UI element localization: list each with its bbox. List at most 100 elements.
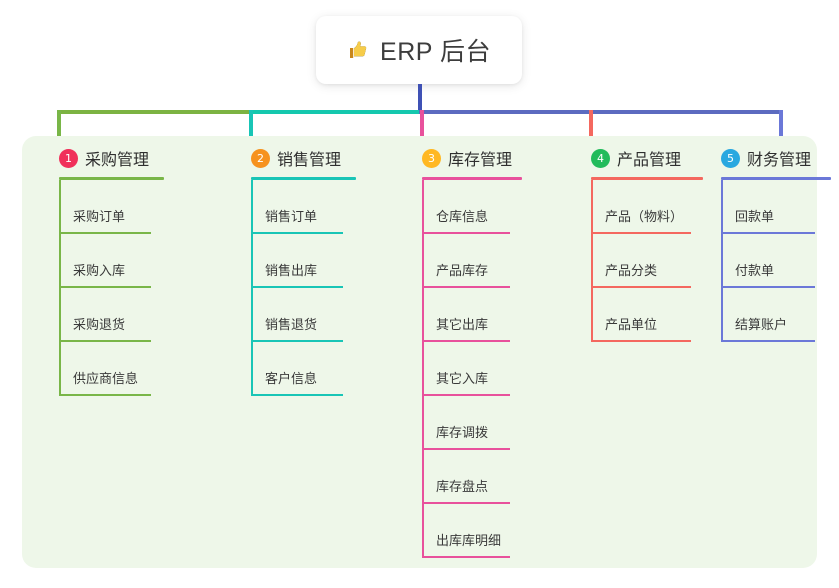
leaf-item-label: 仓库信息 [436, 209, 489, 224]
leaf-item[interactable]: 供应商信息 [59, 342, 164, 396]
leaf-item-label: 产品（物料） [605, 209, 684, 224]
leaf-item[interactable]: 采购入库 [59, 234, 164, 288]
column-header-rule [591, 177, 703, 180]
leaf-item-label: 出库库明细 [436, 533, 502, 548]
leaf-item[interactable]: 产品单位 [591, 288, 703, 342]
column-title: 财务管理 [747, 152, 812, 169]
column-采购管理: 1 采购管理采购订单采购入库采购退货供应商信息 [41, 145, 164, 396]
leaf-item-label: 采购入库 [73, 263, 126, 278]
column-header[interactable]: 4 产品管理 [573, 145, 703, 171]
column-rail [251, 180, 253, 396]
leaf-item-label: 库存调拨 [436, 425, 489, 440]
column-item-list: 回款单付款单结算账户 [703, 180, 831, 342]
leaf-item-label: 销售退货 [265, 317, 318, 332]
leaf-item-underline [251, 394, 343, 396]
leaf-item-label: 采购退货 [73, 317, 126, 332]
leaf-item-underline [251, 340, 343, 342]
leaf-item-underline [422, 556, 510, 558]
leaf-item-label: 采购订单 [73, 209, 126, 224]
column-销售管理: 2 销售管理销售订单销售出库销售退货客户信息 [233, 145, 356, 396]
column-item-list: 仓库信息产品库存其它出库其它入库库存调拨库存盘点出库库明细 [404, 180, 522, 558]
leaf-item[interactable]: 采购订单 [59, 180, 164, 234]
leaf-item-underline [422, 448, 510, 450]
column-header[interactable]: 5 财务管理 [703, 145, 831, 171]
leaf-item-underline [59, 394, 151, 396]
leaf-item-label: 其它出库 [436, 317, 489, 332]
leaf-item[interactable]: 库存调拨 [422, 396, 522, 450]
leaf-item-underline [422, 502, 510, 504]
content-panel [22, 136, 817, 568]
leaf-item-underline [422, 232, 510, 234]
leaf-item-underline [721, 286, 815, 288]
column-number-badge: 2 [251, 148, 270, 168]
leaf-item[interactable]: 结算账户 [721, 288, 831, 342]
column-rail [721, 180, 723, 342]
leaf-item-underline [59, 232, 151, 234]
leaf-item-underline [591, 340, 691, 342]
column-title: 采购管理 [85, 152, 150, 169]
leaf-item-underline [251, 232, 343, 234]
leaf-item-label: 销售订单 [265, 209, 318, 224]
leaf-item[interactable]: 采购退货 [59, 288, 164, 342]
leaf-item[interactable]: 其它出库 [422, 288, 522, 342]
leaf-item-label: 回款单 [735, 209, 775, 224]
leaf-item-underline [59, 286, 151, 288]
leaf-item-label: 产品库存 [436, 263, 489, 278]
leaf-item[interactable]: 仓库信息 [422, 180, 522, 234]
leaf-item[interactable]: 付款单 [721, 234, 831, 288]
leaf-item-label: 付款单 [735, 263, 775, 278]
leaf-item-label: 产品单位 [605, 317, 658, 332]
column-item-list: 销售订单销售出库销售退货客户信息 [233, 180, 356, 396]
leaf-item[interactable]: 产品（物料） [591, 180, 703, 234]
leaf-item-label: 其它入库 [436, 371, 489, 386]
leaf-item[interactable]: 销售出库 [251, 234, 356, 288]
column-财务管理: 5 财务管理回款单付款单结算账户 [703, 145, 831, 342]
column-header-rule [422, 177, 522, 180]
leaf-item[interactable]: 库存盘点 [422, 450, 522, 504]
column-header-rule [59, 177, 164, 180]
leaf-item[interactable]: 产品库存 [422, 234, 522, 288]
column-number-badge: 4 [591, 148, 610, 168]
column-header[interactable]: 1 采购管理 [41, 145, 164, 171]
column-title: 库存管理 [448, 152, 513, 169]
leaf-item-underline [251, 286, 343, 288]
leaf-item-underline [59, 340, 151, 342]
leaf-item-label: 销售出库 [265, 263, 318, 278]
column-产品管理: 4 产品管理产品（物料） 产品分类产品单位 [573, 145, 703, 342]
column-item-list: 产品（物料） 产品分类产品单位 [573, 180, 703, 342]
column-item-list: 采购订单采购入库采购退货供应商信息 [41, 180, 164, 396]
leaf-item-label: 结算账户 [735, 317, 788, 332]
leaf-item-underline [721, 232, 815, 234]
leaf-item-underline [422, 340, 510, 342]
column-header-rule [251, 177, 356, 180]
column-rail [591, 180, 593, 342]
leaf-item[interactable]: 销售订单 [251, 180, 356, 234]
root-node-title: ERP 后台 [380, 38, 491, 66]
leaf-item-label: 库存盘点 [436, 479, 489, 494]
leaf-item[interactable]: 销售退货 [251, 288, 356, 342]
leaf-item[interactable]: 回款单 [721, 180, 831, 234]
leaf-item[interactable]: 产品分类 [591, 234, 703, 288]
leaf-item[interactable]: 客户信息 [251, 342, 356, 396]
column-header[interactable]: 2 销售管理 [233, 145, 356, 171]
root-node-card[interactable]: ERP 后台 [316, 16, 522, 84]
column-header-rule [721, 177, 831, 180]
leaf-item-underline [721, 340, 815, 342]
column-number-badge: 1 [59, 148, 78, 168]
leaf-item-label: 供应商信息 [73, 371, 139, 386]
column-title: 产品管理 [617, 152, 682, 169]
leaf-item-label: 客户信息 [265, 371, 318, 386]
leaf-item-underline [422, 286, 510, 288]
leaf-item-underline [591, 286, 691, 288]
column-number-badge: 5 [721, 148, 740, 168]
thumbs-up-icon [347, 38, 371, 62]
column-rail [59, 180, 61, 396]
column-rail [422, 180, 424, 558]
leaf-item[interactable]: 其它入库 [422, 342, 522, 396]
column-title: 销售管理 [277, 152, 342, 169]
leaf-item-underline [422, 394, 510, 396]
leaf-item[interactable]: 出库库明细 [422, 504, 522, 558]
leaf-item-underline [591, 232, 691, 234]
